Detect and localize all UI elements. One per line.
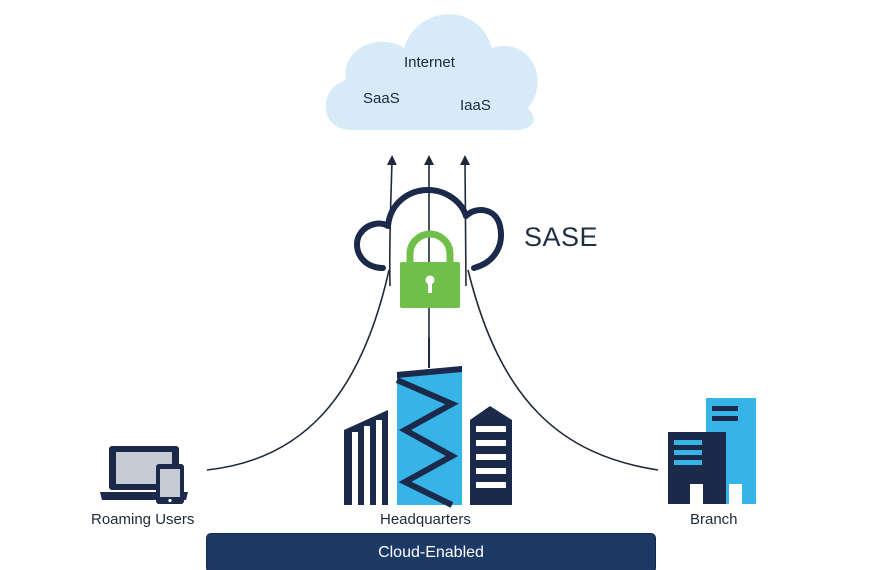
padlock-icon: [400, 230, 460, 308]
cloud-enabled-bar: Cloud-Enabled: [206, 533, 656, 570]
cloud-outline-icon: [354, 187, 504, 271]
roaming-users-label: Roaming Users: [91, 511, 195, 528]
internet-label: Internet: [404, 54, 455, 71]
headquarters-label: Headquarters: [380, 511, 471, 528]
internet-cloud-icon: [325, 14, 538, 131]
office-building-icon: [668, 398, 756, 504]
laptop-tablet-icon: [100, 446, 188, 504]
branch-label: Branch: [690, 511, 738, 528]
sase-label: SASE: [524, 222, 599, 252]
roaming-connection: [206, 269, 390, 471]
iaas-label: IaaS: [460, 97, 491, 114]
branch-connection: [467, 269, 659, 471]
uplink-arrow-right: [460, 155, 471, 287]
saas-label: SaaS: [363, 90, 400, 107]
cloud-enabled-label: Cloud-Enabled: [378, 544, 484, 561]
skyscraper-icon: [344, 338, 512, 508]
